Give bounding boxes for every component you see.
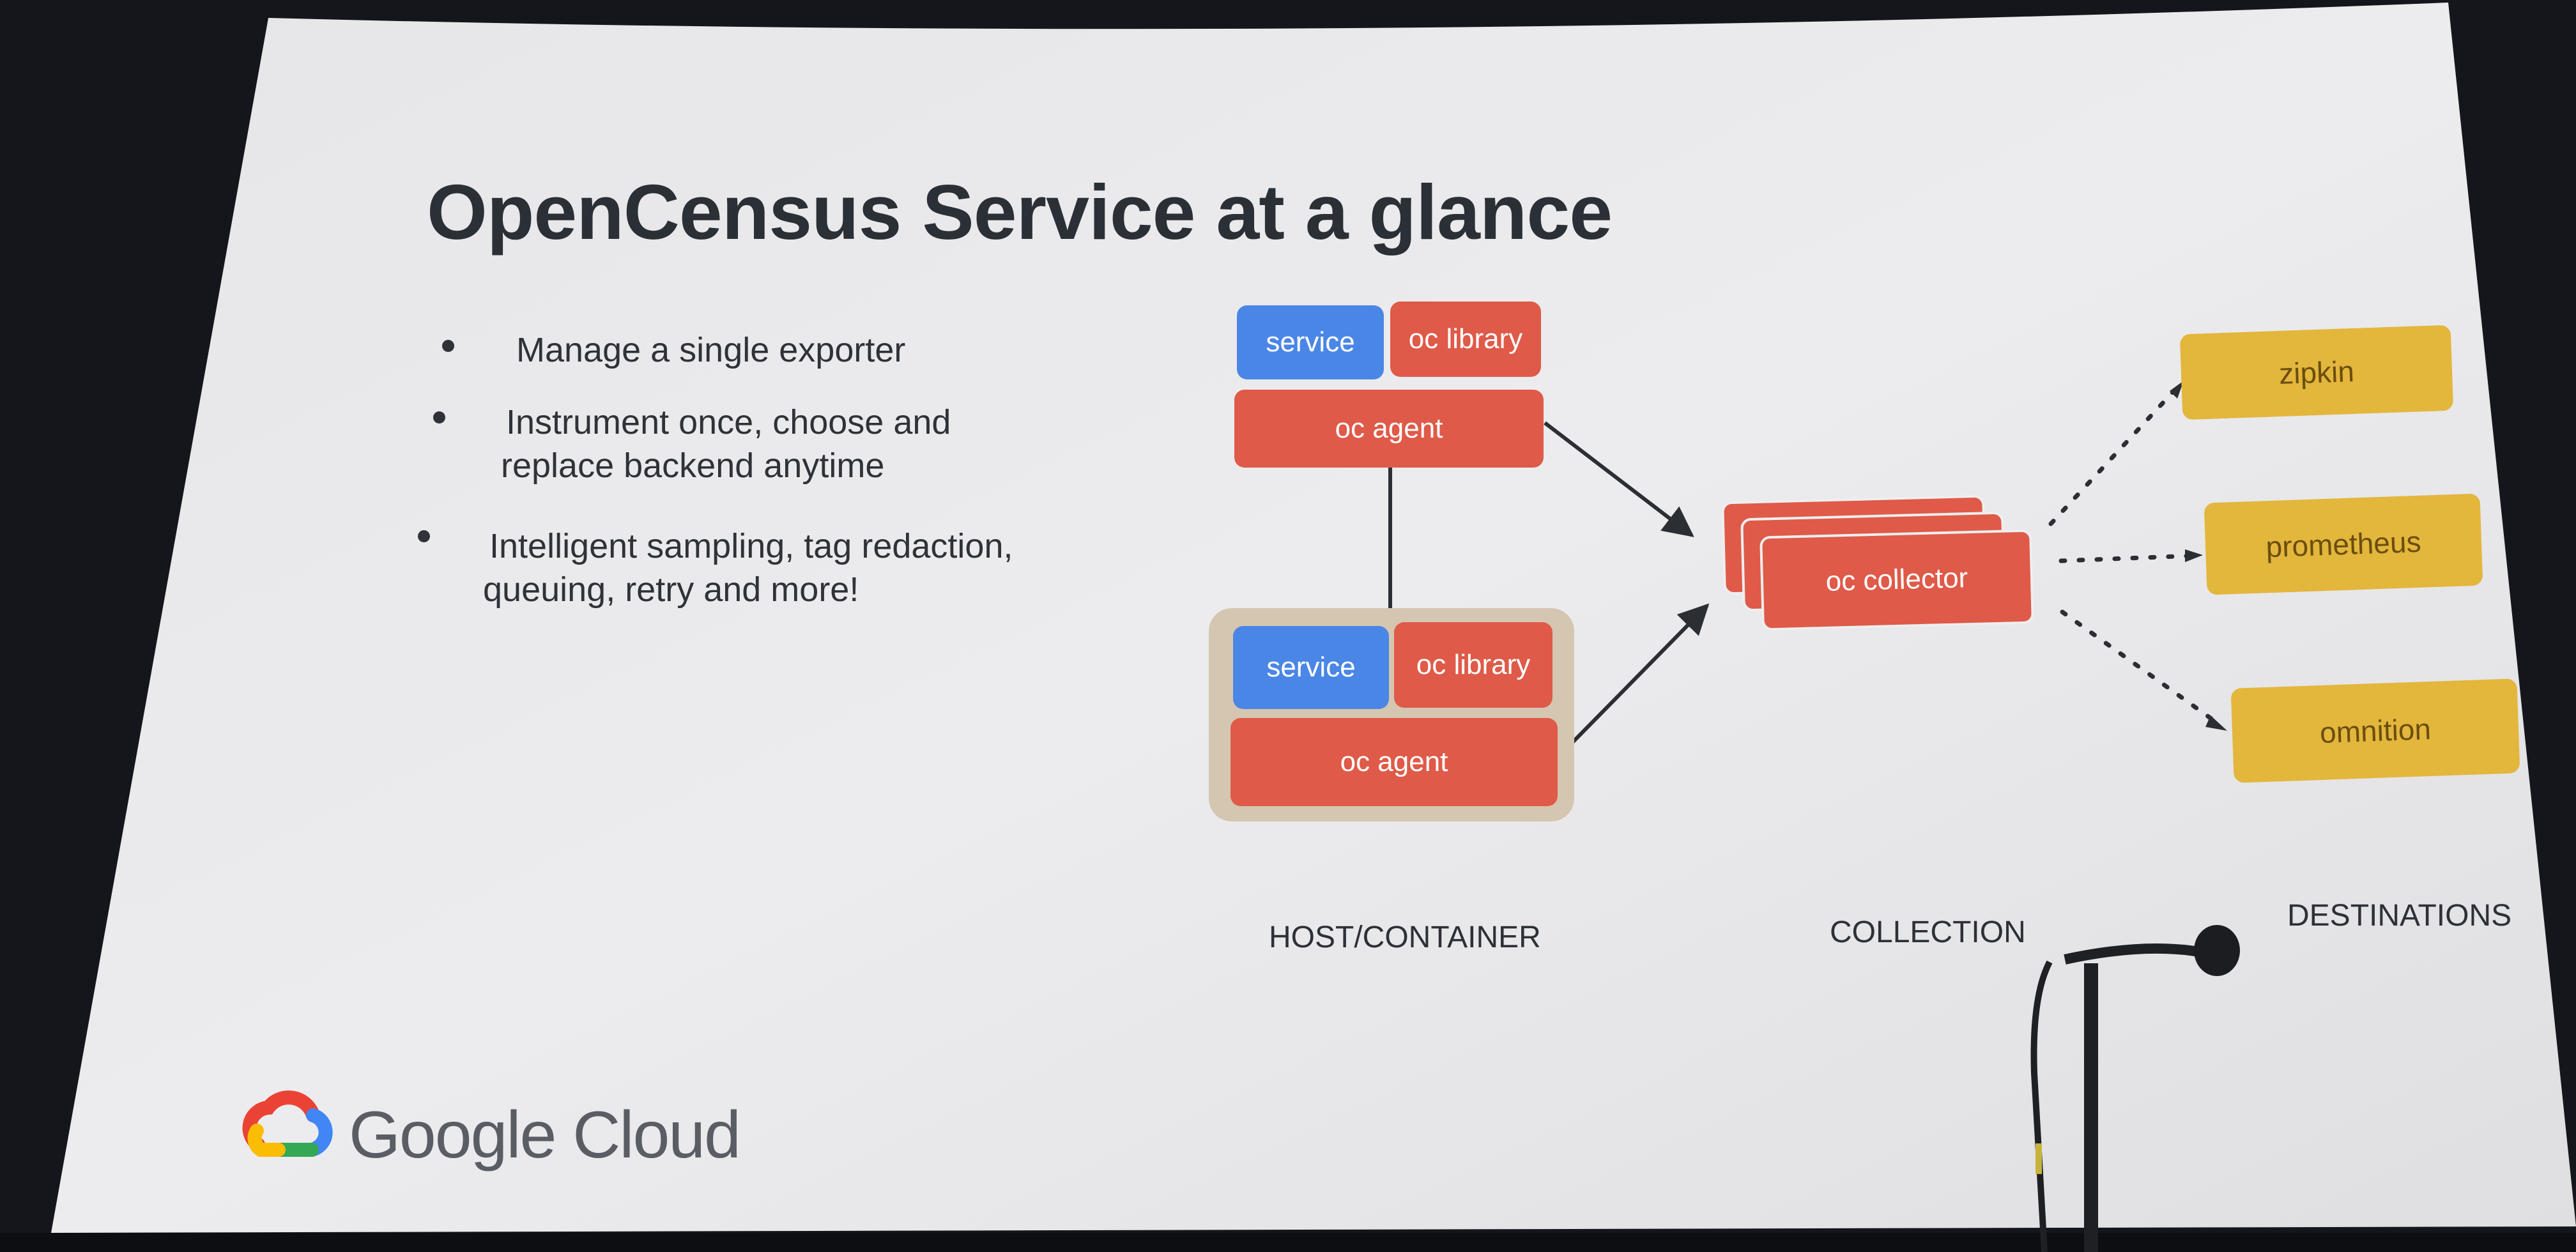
bullet-dot (433, 411, 445, 424)
microphone (2030, 925, 2240, 1252)
stage-edge (0, 1233, 2576, 1252)
arrowhead-prometheus (2185, 549, 2203, 562)
slide-title: OpenCensus Service at a glance (427, 169, 1613, 256)
oc-library-box-bottom: oc library (1394, 622, 1552, 708)
oc-library-box-top: oc library (1390, 302, 1541, 377)
destination-omnition: omnition (2230, 678, 2520, 783)
dotted-arrow-zipkin (2048, 382, 2182, 526)
bullet-dot (442, 340, 454, 352)
bullet-text: queuing, retry and more! (483, 570, 859, 609)
google-cloud-logo-icon (242, 1090, 333, 1157)
service-box-top: service (1237, 305, 1384, 379)
destination-prometheus: prometheus (2204, 493, 2483, 595)
arrowhead-omnition (2205, 715, 2227, 731)
service-box-bottom: service (1233, 626, 1389, 709)
destination-zipkin: zipkin (2179, 324, 2454, 420)
section-label-destinations: DESTINATIONS (2287, 899, 2512, 933)
bullet-text: replace backend anytime (501, 447, 885, 485)
dotted-arrow-prometheus (2058, 553, 2195, 563)
google-cloud-logo-text: Google Cloud (349, 1098, 741, 1172)
section-label-collection: COLLECTION (1830, 915, 2026, 949)
oc-agent-box-bottom: oc agent (1230, 718, 1558, 806)
arrow-top-agent (1544, 421, 1694, 537)
oc-agent-box-top: oc agent (1234, 390, 1544, 468)
arrow-bottom-agent (1554, 603, 1710, 761)
bullet-text: Intelligent sampling, tag redaction, (489, 527, 1013, 565)
bullet-text: Instrument once, choose and (506, 403, 951, 441)
oc-collector-box: oc collector (1759, 529, 2034, 631)
dotted-arrow-omnition (2060, 609, 2218, 724)
bullet-dot (418, 530, 430, 542)
bullet-text: Manage a single exporter (516, 331, 906, 369)
arrowhead-zipkin (2170, 381, 2184, 399)
section-label-host: HOST/CONTAINER (1269, 920, 1541, 954)
